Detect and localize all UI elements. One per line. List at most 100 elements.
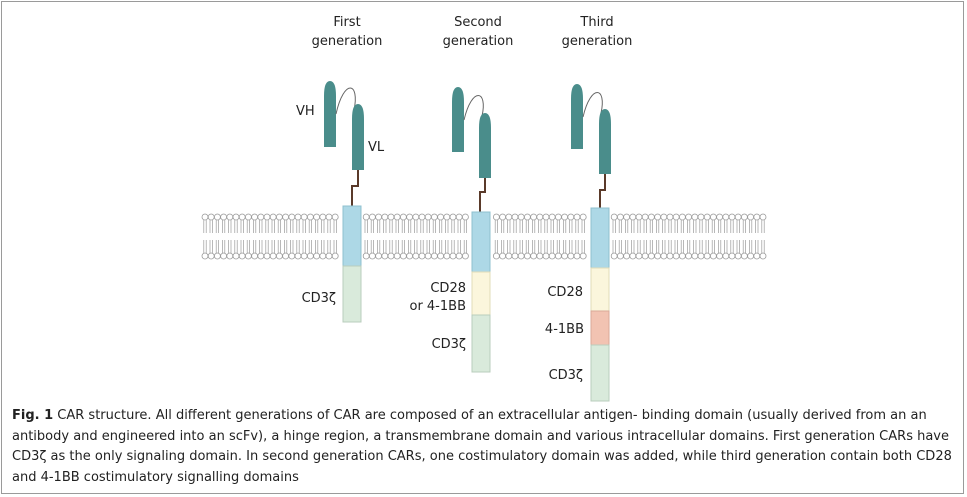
lipid-head [728, 252, 736, 260]
lipid-head [517, 213, 525, 221]
lipid-head [555, 252, 562, 260]
lipid-head [294, 213, 302, 221]
lipid-head [511, 213, 519, 221]
lipid-head [381, 213, 389, 221]
lipid-head [269, 213, 277, 221]
lipid-head [716, 213, 723, 221]
cd3z-label: CD3ζ [432, 337, 466, 352]
lipid-head [492, 213, 500, 221]
lipid-head [399, 213, 407, 221]
lipid-head [648, 213, 655, 221]
lipid-head [747, 213, 754, 221]
transmembrane-domain [471, 211, 491, 273]
cd3z-label: CD3ζ [302, 291, 336, 306]
second-generation-title-line2: generation [443, 34, 514, 49]
lipid-head [710, 252, 717, 260]
lipid-head [418, 252, 426, 260]
lipid-head [387, 252, 395, 260]
lipid-head [697, 213, 705, 221]
lipid-head [306, 252, 314, 260]
lipid-head [244, 252, 252, 260]
lipid-head [672, 213, 680, 221]
lipid-head [399, 252, 407, 260]
lipid-head [251, 213, 259, 221]
vh-domain [452, 87, 464, 152]
lipid-head [393, 213, 401, 221]
lipid-head [313, 252, 321, 260]
lipid-head [275, 213, 283, 221]
lipid-head [251, 252, 259, 260]
lipid-head [368, 252, 376, 260]
lipid-head [561, 252, 568, 260]
lipid-head [635, 213, 643, 221]
lipid-head [294, 252, 302, 260]
vl-domain [479, 113, 491, 178]
lipid-head [623, 213, 630, 221]
lipid-head [275, 252, 283, 260]
linker-loop [335, 87, 356, 115]
first-generation-car: First generation VH VL CD3ζ [296, 15, 385, 323]
costim-domain [471, 271, 491, 316]
lipid-head [654, 213, 661, 221]
figure-caption: Fig. 1 CAR structure. All different gene… [12, 406, 957, 488]
lipid-head [548, 213, 556, 221]
lipid-head [455, 252, 463, 260]
vh-label: VH [296, 104, 315, 119]
lipid-head [269, 252, 277, 260]
linker-loop [463, 95, 484, 121]
lipid-head [288, 252, 296, 260]
lipid-head [753, 213, 761, 221]
lipid-head [530, 213, 537, 221]
lipid-head [244, 213, 252, 221]
lipid-head [331, 252, 339, 260]
third-generation-title-line2: generation [562, 34, 633, 49]
lipid-head [263, 213, 271, 221]
lipid-head [536, 213, 544, 221]
lipid-head [666, 252, 674, 260]
vl-label: VL [368, 140, 385, 155]
4-1bb-label: 4-1BB [545, 322, 584, 337]
lipid-head [406, 213, 414, 221]
lipid-head [325, 213, 333, 221]
lipid-head [641, 252, 649, 260]
hinge-region [479, 178, 486, 212]
lipid-head [362, 252, 370, 260]
lipid-head [654, 252, 661, 260]
cd28-domain [590, 267, 610, 312]
lipid-head [524, 252, 531, 260]
caption-text: CAR structure. All different generations… [12, 408, 952, 485]
lipid-head [430, 213, 438, 221]
lipid-head [449, 252, 457, 260]
lipid-head [685, 252, 692, 260]
lipid-head [437, 213, 445, 221]
lipid-head [412, 252, 420, 260]
lipid-head [319, 252, 327, 260]
lipid-head [375, 252, 383, 260]
lipid-head [226, 252, 234, 260]
lipid-head [257, 213, 265, 221]
lipid-head [375, 213, 383, 221]
lipid-head [437, 252, 445, 260]
cd3z-domain [590, 344, 610, 402]
lipid-head [617, 252, 624, 260]
lipid-head [697, 252, 705, 260]
lipid-head [610, 252, 618, 260]
lipid-head [201, 252, 209, 260]
lipid-head [716, 252, 723, 260]
second-generation-title-line1: Second [454, 15, 502, 30]
lipid-head [238, 252, 246, 260]
lipid-head [300, 252, 308, 260]
costim-label-line2: or 4-1BB [409, 299, 466, 314]
cd3z-domain [342, 265, 362, 323]
cd3z-label: CD3ζ [549, 368, 583, 383]
lipid-head [759, 213, 767, 221]
lipid-head [368, 213, 376, 221]
lipid-head [381, 252, 389, 260]
lipid-head [232, 252, 240, 260]
third-generation-car: Third generation CD28 4-1BB CD3ζ [545, 15, 633, 402]
lipid-head [362, 213, 370, 221]
lipid-head [263, 252, 271, 260]
lipid-head [703, 213, 711, 221]
lipid-head [517, 252, 525, 260]
